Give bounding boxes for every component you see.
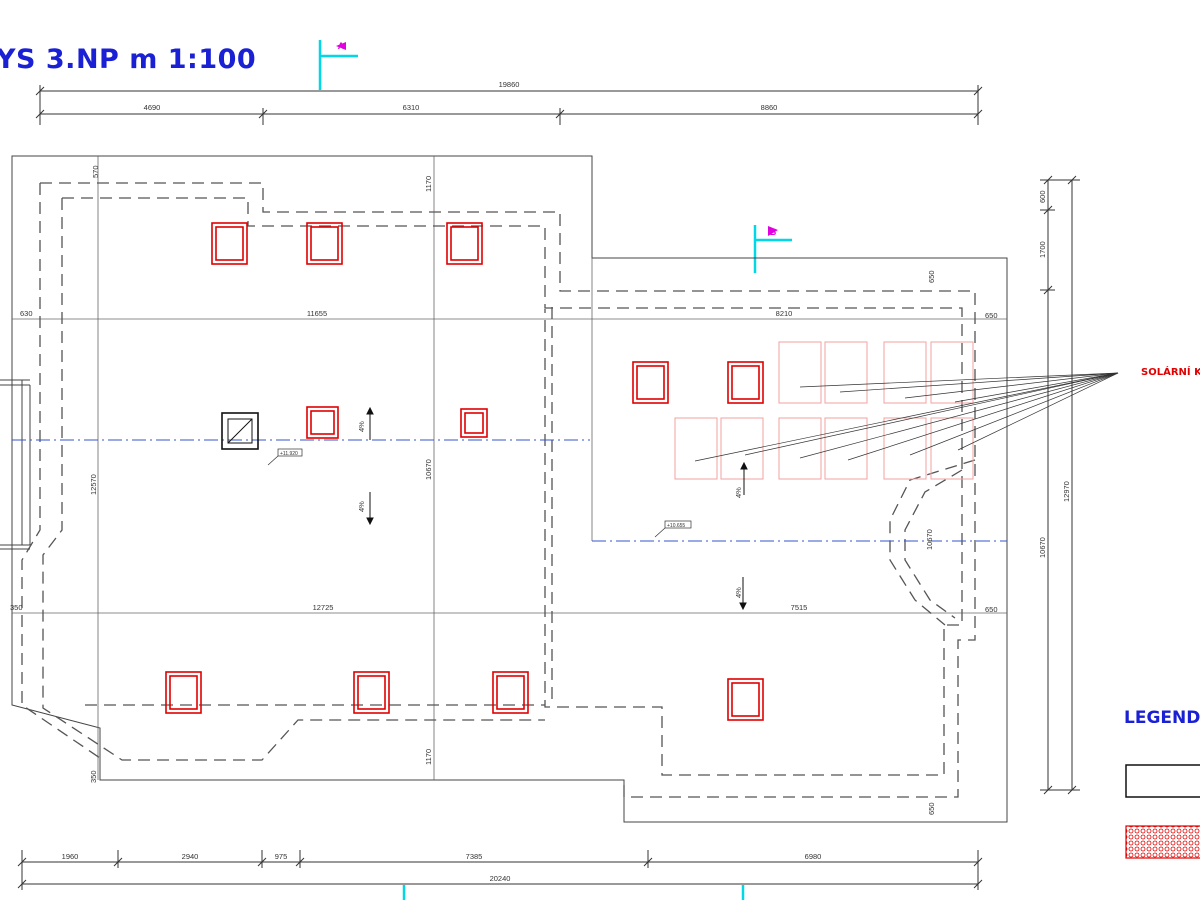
dim-bottom-2: 2940	[182, 852, 199, 861]
level-left: +11.920	[280, 451, 298, 457]
dim-left-350: 350	[10, 603, 23, 612]
dim-mid-10670-left: 10670	[424, 459, 433, 480]
dim-edge-650-c: 650	[927, 270, 936, 283]
dim-bottom-5: 6980	[805, 852, 822, 861]
slope-arrows	[366, 406, 748, 611]
entrance-fragment	[0, 379, 31, 550]
dim-top-1: 4690	[144, 103, 161, 112]
dim-top-570: 570	[91, 165, 100, 178]
dim-top-3: 8860	[761, 103, 778, 112]
solar-label: SOLÁRNÍ KO	[1141, 367, 1200, 378]
dim-bottom-1: 1960	[62, 852, 79, 861]
dim-bottom-4: 7385	[466, 852, 483, 861]
dashed-parapet-lines	[21, 182, 976, 798]
construction-lines	[12, 156, 1007, 780]
dim-bottom-3: 975	[275, 852, 288, 861]
dim-edge-650-a: 650	[985, 311, 998, 320]
level-right: +10.655	[667, 523, 685, 529]
dim-edge-650-b: 650	[985, 605, 998, 614]
dim-right-1: 600	[1038, 190, 1047, 203]
dim-left-bottom: 350	[89, 770, 98, 783]
section-marker-a	[318, 40, 358, 90]
dim-lower-left: 12725	[313, 603, 334, 612]
section-marker-a-label: A	[338, 41, 345, 51]
dim-right-inner: 10670	[1038, 537, 1047, 558]
top-dimension-chain	[35, 85, 983, 125]
slope-2: 4%	[357, 501, 366, 512]
dim-upper-left: 11655	[307, 309, 327, 318]
level-tag-left	[267, 448, 303, 466]
roof-hatch	[221, 412, 259, 450]
section-marker-b-label: B	[770, 227, 777, 237]
level-tag-right	[654, 520, 692, 538]
slope-4: 4%	[734, 587, 743, 598]
dim-right-2: 1700	[1038, 241, 1047, 258]
dim-left-630: 630	[20, 309, 33, 318]
dim-mid-1170-top: 1170	[424, 176, 433, 192]
building-outline-outer	[11, 155, 1008, 823]
dim-left-12570: 12570	[89, 474, 98, 495]
dim-top-2: 6310	[403, 103, 420, 112]
section-marker-b	[753, 225, 792, 273]
bottom-section-ticks	[402, 885, 745, 900]
slope-1: 4%	[357, 421, 366, 432]
dim-edge-650-d: 650	[927, 802, 936, 815]
dim-mid-1170-bottom: 1170	[424, 749, 433, 765]
dim-right-outer: 12970	[1062, 481, 1071, 502]
bottom-dimension-chain	[17, 850, 983, 890]
dim-top-total: 19860	[499, 80, 520, 89]
dim-lower-right: 7515	[791, 603, 808, 612]
right-dimension-chain	[1040, 175, 1080, 795]
dim-upper-right: 8210	[776, 309, 793, 318]
legend-swatch-hatched	[1125, 825, 1200, 859]
legend-title: LEGENDA	[1124, 708, 1200, 728]
dim-bottom-total: 20240	[490, 874, 511, 883]
drawing-title: YS 3.NP m 1:100	[0, 44, 257, 75]
red-columns	[165, 222, 764, 721]
blue-axis-lines	[12, 439, 1007, 542]
legend-swatch-empty	[1125, 764, 1200, 798]
slope-3: 4%	[734, 487, 743, 498]
dim-mid-10670-right: 10670	[925, 529, 934, 550]
solar-panels	[674, 341, 974, 480]
